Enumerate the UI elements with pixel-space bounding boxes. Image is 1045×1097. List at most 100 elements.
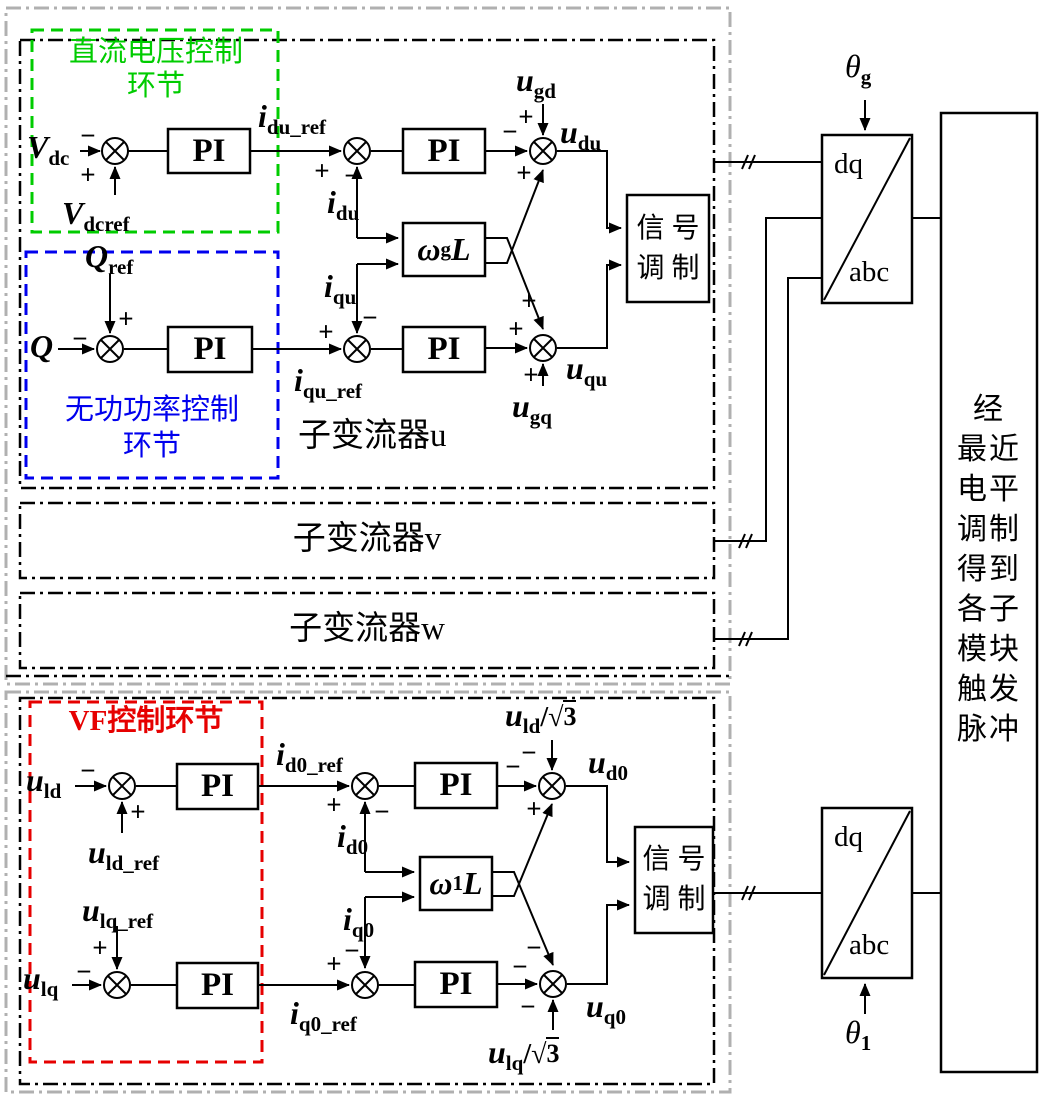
reactive-power-loop-title-line1: 无功功率控制 <box>64 394 239 426</box>
sign-s9-minus-top: − <box>521 737 537 768</box>
label-uld: uld <box>26 762 62 803</box>
dq-abc-block-0-dq: dq <box>834 821 863 853</box>
sign-s2-plus: + <box>314 155 330 186</box>
sign-s11-minus: − <box>344 935 360 966</box>
label-iq0-ref: iq0_ref <box>290 995 357 1036</box>
label-vdc: Vdc <box>27 129 70 170</box>
label-theta-g: θg <box>845 48 872 89</box>
label-ud0: ud0 <box>588 744 628 785</box>
pi-block-ulq: PI <box>201 967 234 1003</box>
signal-mod-u-line1: 信号 <box>636 212 707 244</box>
signal-mod-0-line1: 信号 <box>642 844 713 875</box>
sign-s12-minus-bottom: − <box>520 991 536 1022</box>
label-id0: id0 <box>337 818 369 859</box>
dq-abc-block-0-abc: abc <box>849 929 890 961</box>
group-wires <box>124 150 941 986</box>
sign-s3-minus: − <box>502 116 518 147</box>
sign-s2-minus: − <box>344 160 360 191</box>
omega-g-subscript: g <box>440 237 452 261</box>
signal-mod-u-line2: 调制 <box>636 252 707 284</box>
omega-g-L: L <box>451 231 471 267</box>
signal-modulation-block-u: 信号 调制 <box>627 195 709 302</box>
group-blocks <box>166 111 1039 1074</box>
label-ugq: ugq <box>512 388 552 429</box>
omega-g-symbol: ω <box>417 231 441 267</box>
label-uq0: uq0 <box>586 988 626 1029</box>
sub-converter-u-label: 子变流器u <box>298 418 447 454</box>
sign-s10-plus: + <box>92 932 108 963</box>
vf-loop-title: VF控制环节 <box>68 705 224 737</box>
sign-s5-plus: + <box>318 316 334 347</box>
label-qref: Qref <box>85 238 134 279</box>
sign-s3-plus: + <box>518 101 534 132</box>
dc-voltage-loop-title-line2: 环节 <box>126 70 185 102</box>
label-uqu: uqu <box>566 350 608 391</box>
sub-converter-w-label: 子变流器w <box>289 611 445 647</box>
sign-s6-plus-bottom: + <box>523 359 539 390</box>
output-text-row: 触发 <box>957 673 1021 706</box>
pi-block-iq-u: PI <box>427 331 461 367</box>
sign-s5-minus: − <box>362 302 378 333</box>
output-text-row: 模块 <box>957 633 1021 666</box>
label-id0-ref: id0_ref <box>276 736 343 777</box>
group-arrow-wires <box>58 100 871 1030</box>
output-text-row: 经 <box>973 393 1005 426</box>
label-uld-sqrt3: uld/√3 <box>505 697 577 738</box>
label-ugd: ugd <box>516 62 556 103</box>
label-q: Q <box>30 328 54 364</box>
output-text-row: 得到 <box>957 553 1021 586</box>
label-idu-ref: idu_ref <box>258 98 327 139</box>
sign-s4-minus: − <box>72 323 88 354</box>
pi-block-id-u: PI <box>427 132 461 169</box>
label-iqu: iqu <box>324 268 357 309</box>
pi-block-q: PI <box>193 331 227 367</box>
sign-s7-plus: + <box>130 796 146 827</box>
sign-s9-minus-left: − <box>505 751 521 782</box>
output-description-text: 经 最近 电平 调制 得到 各子 模块 触发 脉冲 <box>941 390 1037 750</box>
omega-1-subscript: 1 <box>452 871 464 895</box>
sub-converter-v-label: 子变流器v <box>292 521 442 557</box>
pi-block-id0: PI <box>439 767 473 803</box>
dc-voltage-loop-title-line1: 直流电压控制 <box>68 36 243 68</box>
label-ulq-ref: ulq_ref <box>82 892 154 933</box>
sign-s4-plus: + <box>118 303 134 334</box>
sign-s12-minus-top: − <box>526 932 542 963</box>
label-ulq: ulq <box>23 960 59 1001</box>
omega-1-symbol: ω <box>429 865 453 901</box>
label-idu: idu <box>327 184 360 225</box>
sign-s8-plus: + <box>326 789 342 820</box>
sign-s1-minus: − <box>80 120 96 151</box>
output-text-row: 调制 <box>957 513 1021 546</box>
sign-s11-plus: + <box>326 948 342 979</box>
output-text-row: 电平 <box>957 473 1021 506</box>
pi-block-iq0: PI <box>439 966 473 1002</box>
signal-modulation-block-0: 信号 调制 <box>635 827 713 933</box>
sign-s12-minus-left: − <box>512 951 528 982</box>
label-ulq-sqrt3: ulq/√3 <box>488 1034 560 1075</box>
group-hash-marks <box>738 154 756 901</box>
sign-s9-plus-bottom: + <box>526 793 542 824</box>
sign-s1-plus: + <box>80 159 96 190</box>
sign-s6-plus-top: + <box>521 285 537 316</box>
output-text-row: 脉冲 <box>957 713 1021 746</box>
sign-s7-minus: − <box>80 755 96 786</box>
label-udu: udu <box>560 114 602 155</box>
label-vdcref: Vdcref <box>62 195 130 236</box>
omega-1-L: L <box>463 865 483 901</box>
group-summing-junctions <box>96 137 567 999</box>
sign-s10-minus: − <box>76 956 92 987</box>
sign-s8-minus: − <box>374 796 390 827</box>
sign-s3-plus-bottom: + <box>516 157 532 188</box>
dq-abc-block-u-abc: abc <box>849 256 890 288</box>
label-theta-1: θ1 <box>845 1014 872 1055</box>
label-iq0: iq0 <box>343 901 375 942</box>
sign-s6-plus-left: + <box>508 313 524 344</box>
output-text-row: 各子 <box>957 593 1021 626</box>
pi-block-uld: PI <box>201 768 234 804</box>
label-uld-ref: uld_ref <box>88 834 160 875</box>
reactive-power-loop-title-line2: 环节 <box>122 430 181 462</box>
